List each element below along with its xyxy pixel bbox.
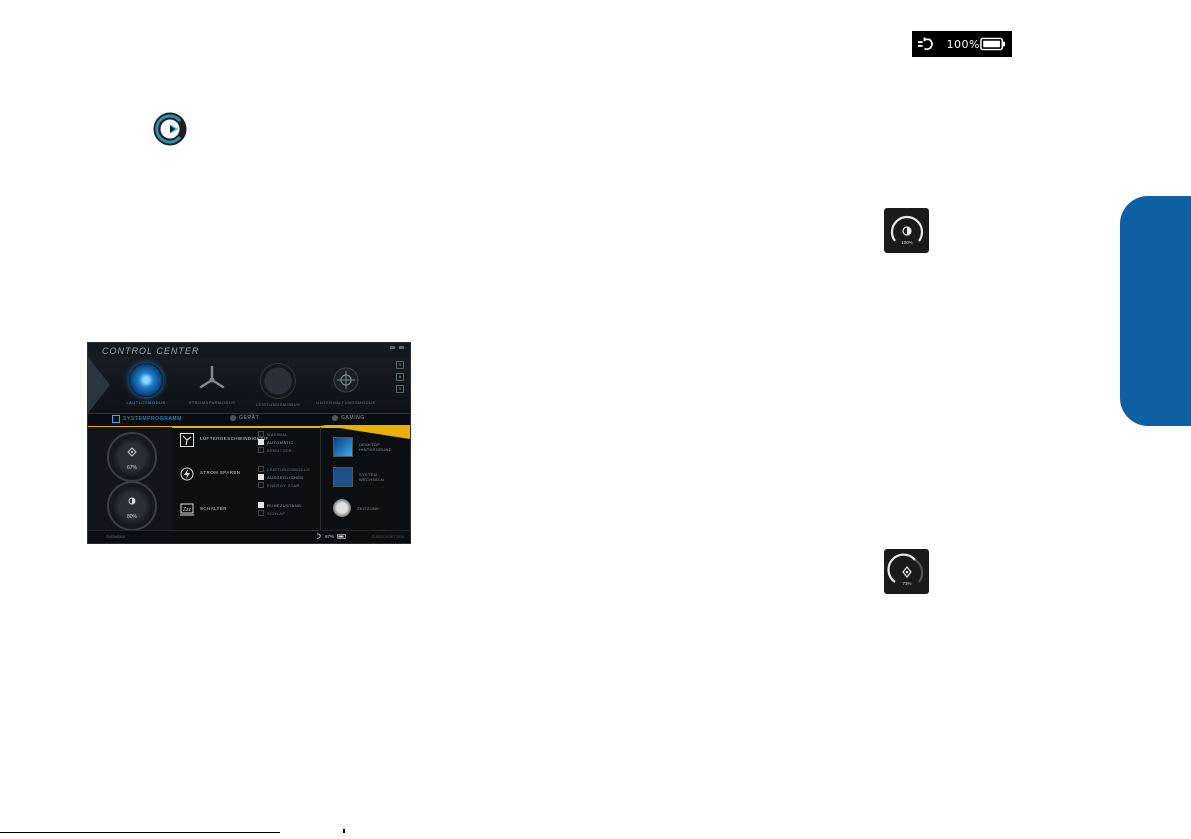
fan-icon <box>195 363 229 397</box>
switch-options: RUHEZUSTAND SCHLAF <box>258 501 301 517</box>
system-tab-icon <box>112 415 120 423</box>
radio-option[interactable]: AUTOMATIC <box>258 438 295 446</box>
side-button[interactable]: 1 <box>396 385 404 393</box>
side-button[interactable]: 1 <box>396 361 404 369</box>
mode-label: LEISTUNGSMODUS <box>255 402 301 407</box>
volume-gauge-value: 73% <box>902 581 911 586</box>
footer-rule <box>0 832 280 833</box>
volume-icon <box>127 444 137 462</box>
control-center-logo-icon <box>150 109 190 149</box>
yellow-accent <box>320 425 410 439</box>
mode-performance[interactable]: LEISTUNGSMODUS <box>246 363 310 407</box>
language-label[interactable]: SVENSKA <box>106 534 125 539</box>
brightness-icon <box>127 493 137 511</box>
timezone-tile[interactable]: ZEITZONE <box>333 499 391 517</box>
tiles-panel: DESKTOP HINTERGRUND SYSTEM WECHSELN ZEIT… <box>320 427 410 531</box>
sleep-laptop-icon: Zzz <box>180 503 194 516</box>
battery-icon <box>337 533 346 539</box>
mode-label: UNTERHALTUNGSMODUS <box>316 400 376 405</box>
brightness-dial-value: 80% <box>126 514 137 520</box>
power-plug-icon <box>918 37 933 50</box>
window-title: CONTROL CENTER <box>102 346 200 356</box>
mode-power-saving[interactable]: STROMSPARMODUS <box>180 363 244 405</box>
settings-panel: LÜFTERGESCHWINDIGKEIT MAXIMAL AUTOMATIC … <box>174 427 320 531</box>
power-plug-icon <box>316 533 321 539</box>
fan-speed-icon <box>180 433 194 447</box>
footer-tick <box>343 829 345 833</box>
brightness-gauge-value: 100% <box>901 240 913 245</box>
side-button[interactable]: A <box>396 373 404 381</box>
desktop-icon <box>333 437 353 457</box>
radio-option[interactable]: MAXIMAL <box>258 430 295 438</box>
silent-mode-icon <box>129 363 163 397</box>
target-icon <box>329 363 363 397</box>
performance-icon <box>260 363 296 399</box>
status-bar: SVENSKA 67% ZURÜCKSETZEN <box>88 530 410 543</box>
windows-icon <box>333 467 353 487</box>
fan-speed-options: MAXIMAL AUTOMATIC BENUTZER.. <box>258 430 295 454</box>
window-buttons[interactable] <box>390 346 404 349</box>
lightning-icon <box>180 467 194 481</box>
clock-icon <box>333 499 351 517</box>
mode-silent[interactable]: LAUTLOSMODUS <box>114 363 178 405</box>
volume-dial-value: 67% <box>126 465 137 471</box>
radio-option[interactable]: BENUTZER.. <box>258 446 295 454</box>
tab-gaming[interactable]: GAMING <box>332 415 365 421</box>
status-battery: 67% <box>316 533 347 539</box>
gaming-tab-icon <box>332 415 338 421</box>
mode-entertainment[interactable]: UNTERHALTUNGSMODUS <box>314 363 378 405</box>
strip-arrow-icon <box>88 357 110 413</box>
brightness-gauge-icon: 100% <box>884 208 929 253</box>
tab-system[interactable]: SYSTEMPROGRAMM <box>112 415 182 423</box>
tab-device[interactable]: GERÄT <box>230 415 259 421</box>
mode-label: LAUTLOSMODUS <box>126 400 166 405</box>
battery-percent: 100% <box>946 37 981 51</box>
title-bar <box>88 343 410 357</box>
battery-icon <box>980 37 1006 51</box>
switch-row: Zzz SCHALTER <box>180 503 248 517</box>
dials-panel: 67% 80% <box>88 427 172 531</box>
radio-option[interactable]: ENERGY STAR <box>258 481 310 489</box>
tabs-bar: SYSTEMPROGRAMM GERÄT GAMING <box>88 413 410 428</box>
power-saving-options: LEISTUNGSMODUS AUSGEGLICHEN ENERGY STAR <box>258 465 310 489</box>
reset-button[interactable]: ZURÜCKSETZEN <box>371 534 404 539</box>
side-buttons: 1 A 1 <box>396 361 404 393</box>
control-center-window: CONTROL CENTER LAUTLOSMODUS STROMSPARMOD… <box>87 342 411 544</box>
fan-speed-row: LÜFTERGESCHWINDIGKEIT <box>180 433 268 447</box>
svg-text:Zzz: Zzz <box>183 507 192 513</box>
switch-system-tile[interactable]: SYSTEM WECHSELN <box>333 467 393 487</box>
radio-option[interactable]: SCHLAF <box>258 509 301 517</box>
power-saving-row: STROM SPAREN <box>180 467 248 481</box>
mode-label: STROMSPARMODUS <box>188 400 236 405</box>
desktop-background-tile[interactable]: DESKTOP HINTERGRUND <box>333 437 393 457</box>
battery-status-icon: 100% <box>912 31 1012 57</box>
device-tab-icon <box>230 415 236 421</box>
brightness-dial[interactable]: 80% <box>107 481 157 531</box>
radio-option[interactable]: LEISTUNGSMODUS <box>258 465 310 473</box>
volume-dial[interactable]: 67% <box>107 432 157 482</box>
radio-option[interactable]: RUHEZUSTAND <box>258 501 301 509</box>
volume-gauge-icon: 73% <box>884 549 929 594</box>
radio-option[interactable]: AUSGEGLICHEN <box>258 473 310 481</box>
chapter-side-tab <box>1120 196 1191 426</box>
